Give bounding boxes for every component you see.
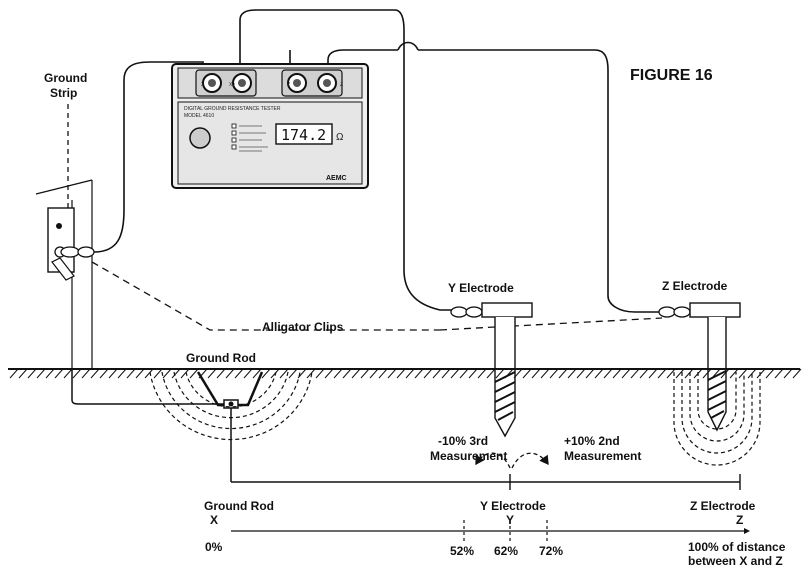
percent-scale-arrowhead [744, 528, 750, 534]
wire-to-x-terminal [93, 61, 204, 253]
ground-rod-field [149, 371, 313, 441]
ground-rod [196, 371, 264, 482]
ground-resistance-tester: X Xv Y Z DIGITAL GROUND RESISTANCE TESTE… [171, 63, 369, 189]
ground-strip [35, 179, 93, 368]
baseline-y-name: Y Electrode [480, 499, 546, 513]
ground-strip-label-line2: Strip [50, 86, 77, 100]
tester-model: MODEL 4610 [184, 113, 214, 119]
wire-to-y-electrode [239, 9, 455, 311]
clip-pointer-left [91, 261, 440, 331]
wire-to-ground-rod [71, 368, 224, 405]
baseline-z-name: Z Electrode [690, 499, 756, 513]
test-button [189, 127, 211, 149]
y-electrode [450, 302, 533, 438]
status-indicators [231, 123, 237, 150]
z-electrode-field [673, 372, 761, 466]
plus-shift-arrow [511, 452, 549, 469]
ground-strip-alligator-clip [51, 246, 95, 281]
wire-crossover [397, 41, 419, 51]
z-electrode [658, 302, 741, 432]
terminal-group-x [195, 69, 257, 97]
terminal-xv-label: Xv [229, 82, 235, 88]
minus-10-measurement-sub: Measurement [430, 449, 507, 463]
plus-10-measurement: +10% 2nd [564, 434, 620, 448]
lcd-display [275, 123, 333, 145]
wire-to-z-electrode-a [327, 49, 398, 82]
alligator-clips-label: Alligator Clips [262, 320, 344, 334]
clip-pointer-right [439, 317, 663, 331]
terminal-z-label: Z [340, 82, 343, 88]
baseline-x-name: Ground Rod [204, 499, 274, 513]
plus-10-measurement-sub: Measurement [564, 449, 641, 463]
minus-shift-arrow [475, 452, 511, 469]
percent-0-label: 0% [205, 540, 223, 554]
tester-title: DIGITAL GROUND RESISTANCE TESTER [184, 106, 281, 112]
baseline-x-letter: X [210, 513, 218, 527]
percent-100-label-line2: between X and Z [688, 554, 783, 568]
status-indicator-text [239, 125, 268, 152]
percent-52-label: 52% [450, 544, 474, 558]
percent-72-label: 72% [539, 544, 563, 558]
figure-label: FIGURE 16 [630, 67, 713, 84]
percent-100-label-line1: 100% of distance [688, 540, 786, 554]
y-electrode-label: Y Electrode [448, 281, 514, 295]
wire-to-z-electrode-b [418, 49, 660, 313]
baseline-z-letter: Z [736, 513, 743, 527]
percent-62-label: 62% [494, 544, 518, 558]
ground-strip-label-line1: Ground [44, 71, 87, 85]
brand-logo: AEMC [326, 175, 347, 182]
ground-rod-label: Ground Rod [186, 351, 256, 365]
lcd-reading: 174.2 [281, 126, 326, 144]
lcd-unit: Ω [336, 132, 344, 143]
terminal-group-yz [281, 69, 343, 97]
ground-hatching [9, 368, 802, 379]
z-electrode-label: Z Electrode [662, 279, 728, 293]
terminal-y-label: Y [287, 82, 291, 88]
minus-10-measurement: -10% 3rd [438, 434, 488, 448]
terminal-x-label: X [201, 82, 205, 88]
